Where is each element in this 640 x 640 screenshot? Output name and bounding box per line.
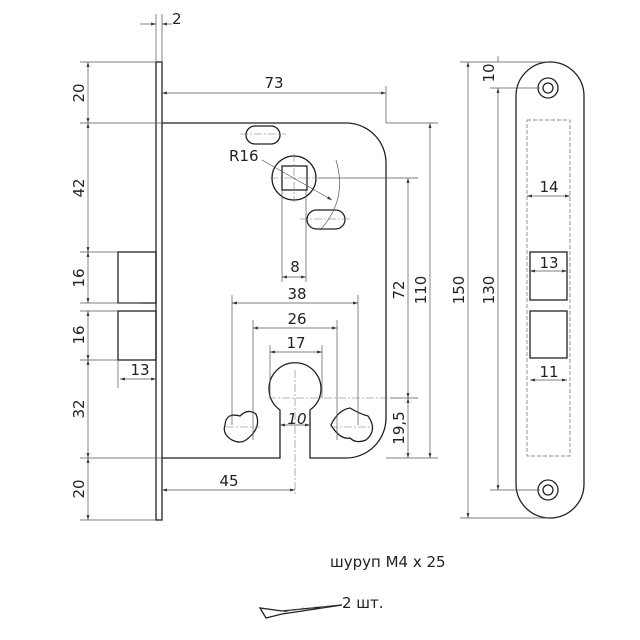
latch <box>117 251 157 304</box>
strike-plate <box>460 56 585 519</box>
dim-10: 10 <box>287 410 306 428</box>
mounting-slot <box>306 209 346 230</box>
dim-r16: R16 <box>229 147 259 165</box>
dim-72: 72 <box>390 280 408 299</box>
dimension-labels: 2 20 42 16 16 32 20 73 R16 8 38 26 17 10… <box>70 10 559 612</box>
dim-17: 17 <box>286 334 305 352</box>
dim-130: 130 <box>480 276 498 305</box>
screw-quantity: 2 шт. <box>342 594 384 612</box>
strike-plate-outline <box>515 61 585 519</box>
dim-26: 26 <box>287 310 306 328</box>
lock-case <box>162 122 387 459</box>
dim-32: 32 <box>70 399 88 418</box>
dimension-lines <box>80 14 438 521</box>
lock-body <box>117 61 390 521</box>
dim-73: 73 <box>264 74 283 92</box>
mounting-slot <box>245 125 281 145</box>
latch-opening <box>529 251 568 301</box>
dim-14: 14 <box>539 178 558 196</box>
dim-110: 110 <box>412 276 430 305</box>
heart-hole-right <box>330 407 374 443</box>
bolt-opening <box>529 310 568 359</box>
dim-20-top: 20 <box>70 83 88 102</box>
dim-45: 45 <box>219 472 238 490</box>
dim-8: 8 <box>290 258 300 276</box>
faceplate <box>155 61 163 521</box>
dim-19-5: 19,5 <box>390 411 408 444</box>
dim-150: 150 <box>450 276 468 305</box>
dim-13-strike: 13 <box>539 254 558 272</box>
dim-20-bottom: 20 <box>70 479 88 498</box>
screw-label: шуруп М4 х 25 <box>330 553 446 571</box>
dim-2: 2 <box>172 10 182 28</box>
screw-icon <box>258 604 343 619</box>
deadbolt <box>117 310 157 361</box>
dim-38: 38 <box>287 285 306 303</box>
dim-16-latch: 16 <box>70 268 88 287</box>
screw-hole <box>537 77 559 99</box>
dim-13: 13 <box>130 361 149 379</box>
screw-hole <box>537 479 559 501</box>
dim-10-strike: 10 <box>480 63 498 82</box>
dim-11: 11 <box>539 363 558 381</box>
dim-16-bolt: 16 <box>70 325 88 344</box>
dim-42: 42 <box>70 178 88 197</box>
heart-hole-left <box>223 410 259 443</box>
